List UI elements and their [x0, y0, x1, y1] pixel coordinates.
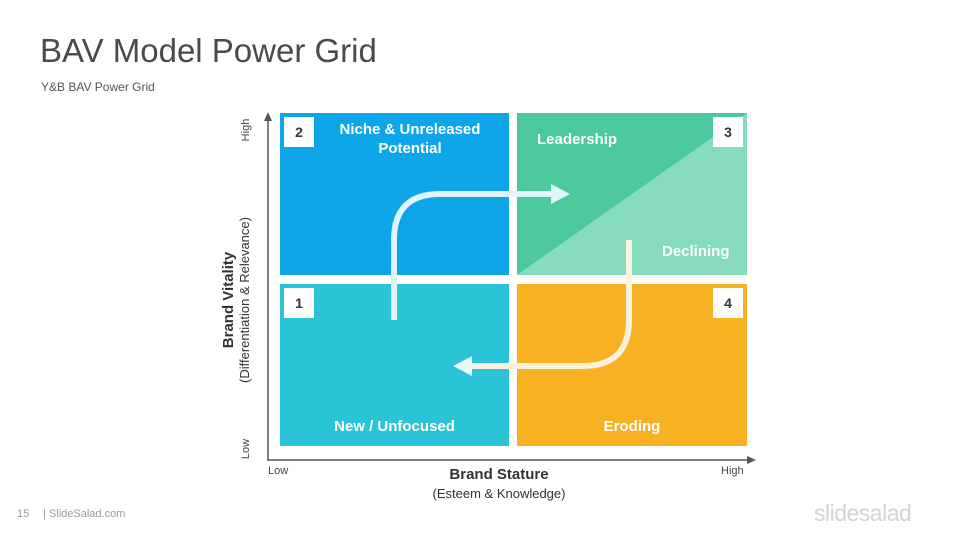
- y-axis-label: Brand Vitality (Differentiation & Releva…: [220, 217, 252, 383]
- quadrant-label-niche: Niche & Unreleased Potential: [325, 120, 495, 158]
- y-axis-high-label: High: [240, 118, 252, 142]
- y-axis-title: Brand Vitality: [220, 251, 237, 349]
- quadrant-label-niche-line1: Niche & Unreleased: [339, 121, 481, 138]
- slide-subtitle: Y&B BAV Power Grid: [41, 80, 155, 94]
- quadrant-number-1: 1: [284, 288, 314, 318]
- quadrant-label-leadership: Leadership: [537, 131, 618, 148]
- footer-site-link[interactable]: | SlideSalad.com: [43, 508, 126, 520]
- quadrant-number-4: 4: [713, 288, 743, 318]
- quadrant-label-new-unfocused: New / Unfocused: [334, 418, 455, 435]
- quadrant-label-declining: Declining: [662, 243, 730, 260]
- x-axis-low-label: Low: [268, 465, 289, 477]
- quadrant-eroding: 4 Eroding: [517, 284, 747, 446]
- quadrant-number-2: 2: [284, 117, 314, 147]
- x-axis-high-label: High: [721, 465, 744, 477]
- x-axis-arrowhead: [747, 456, 756, 464]
- quadrant-number-3: 3: [713, 117, 743, 147]
- quadrant-label-eroding: Eroding: [603, 418, 661, 435]
- quadrant-leadership: Leadership 3 Declining: [517, 113, 747, 275]
- slidesalad-logo: slidesalad: [814, 500, 912, 526]
- x-axis-subtitle: (Esteem & Knowledge): [432, 486, 566, 501]
- y-axis-subtitle: (Differentiation & Relevance): [237, 217, 252, 383]
- quadrant-niche-unreleased-potential: 2 Niche & Unreleased Potential: [280, 113, 509, 275]
- quadrant-new-unfocused: 1 New / Unfocused: [280, 284, 509, 446]
- x-axis-title: Brand Stature: [449, 466, 549, 483]
- page-number: 15: [17, 508, 30, 520]
- quadrant-label-niche-line2: Potential: [378, 140, 442, 157]
- declining-triangle: [517, 113, 747, 275]
- y-axis-low-label: Low: [240, 438, 252, 460]
- y-axis-arrowhead: [264, 112, 272, 121]
- slide-title: BAV Model Power Grid: [40, 32, 377, 69]
